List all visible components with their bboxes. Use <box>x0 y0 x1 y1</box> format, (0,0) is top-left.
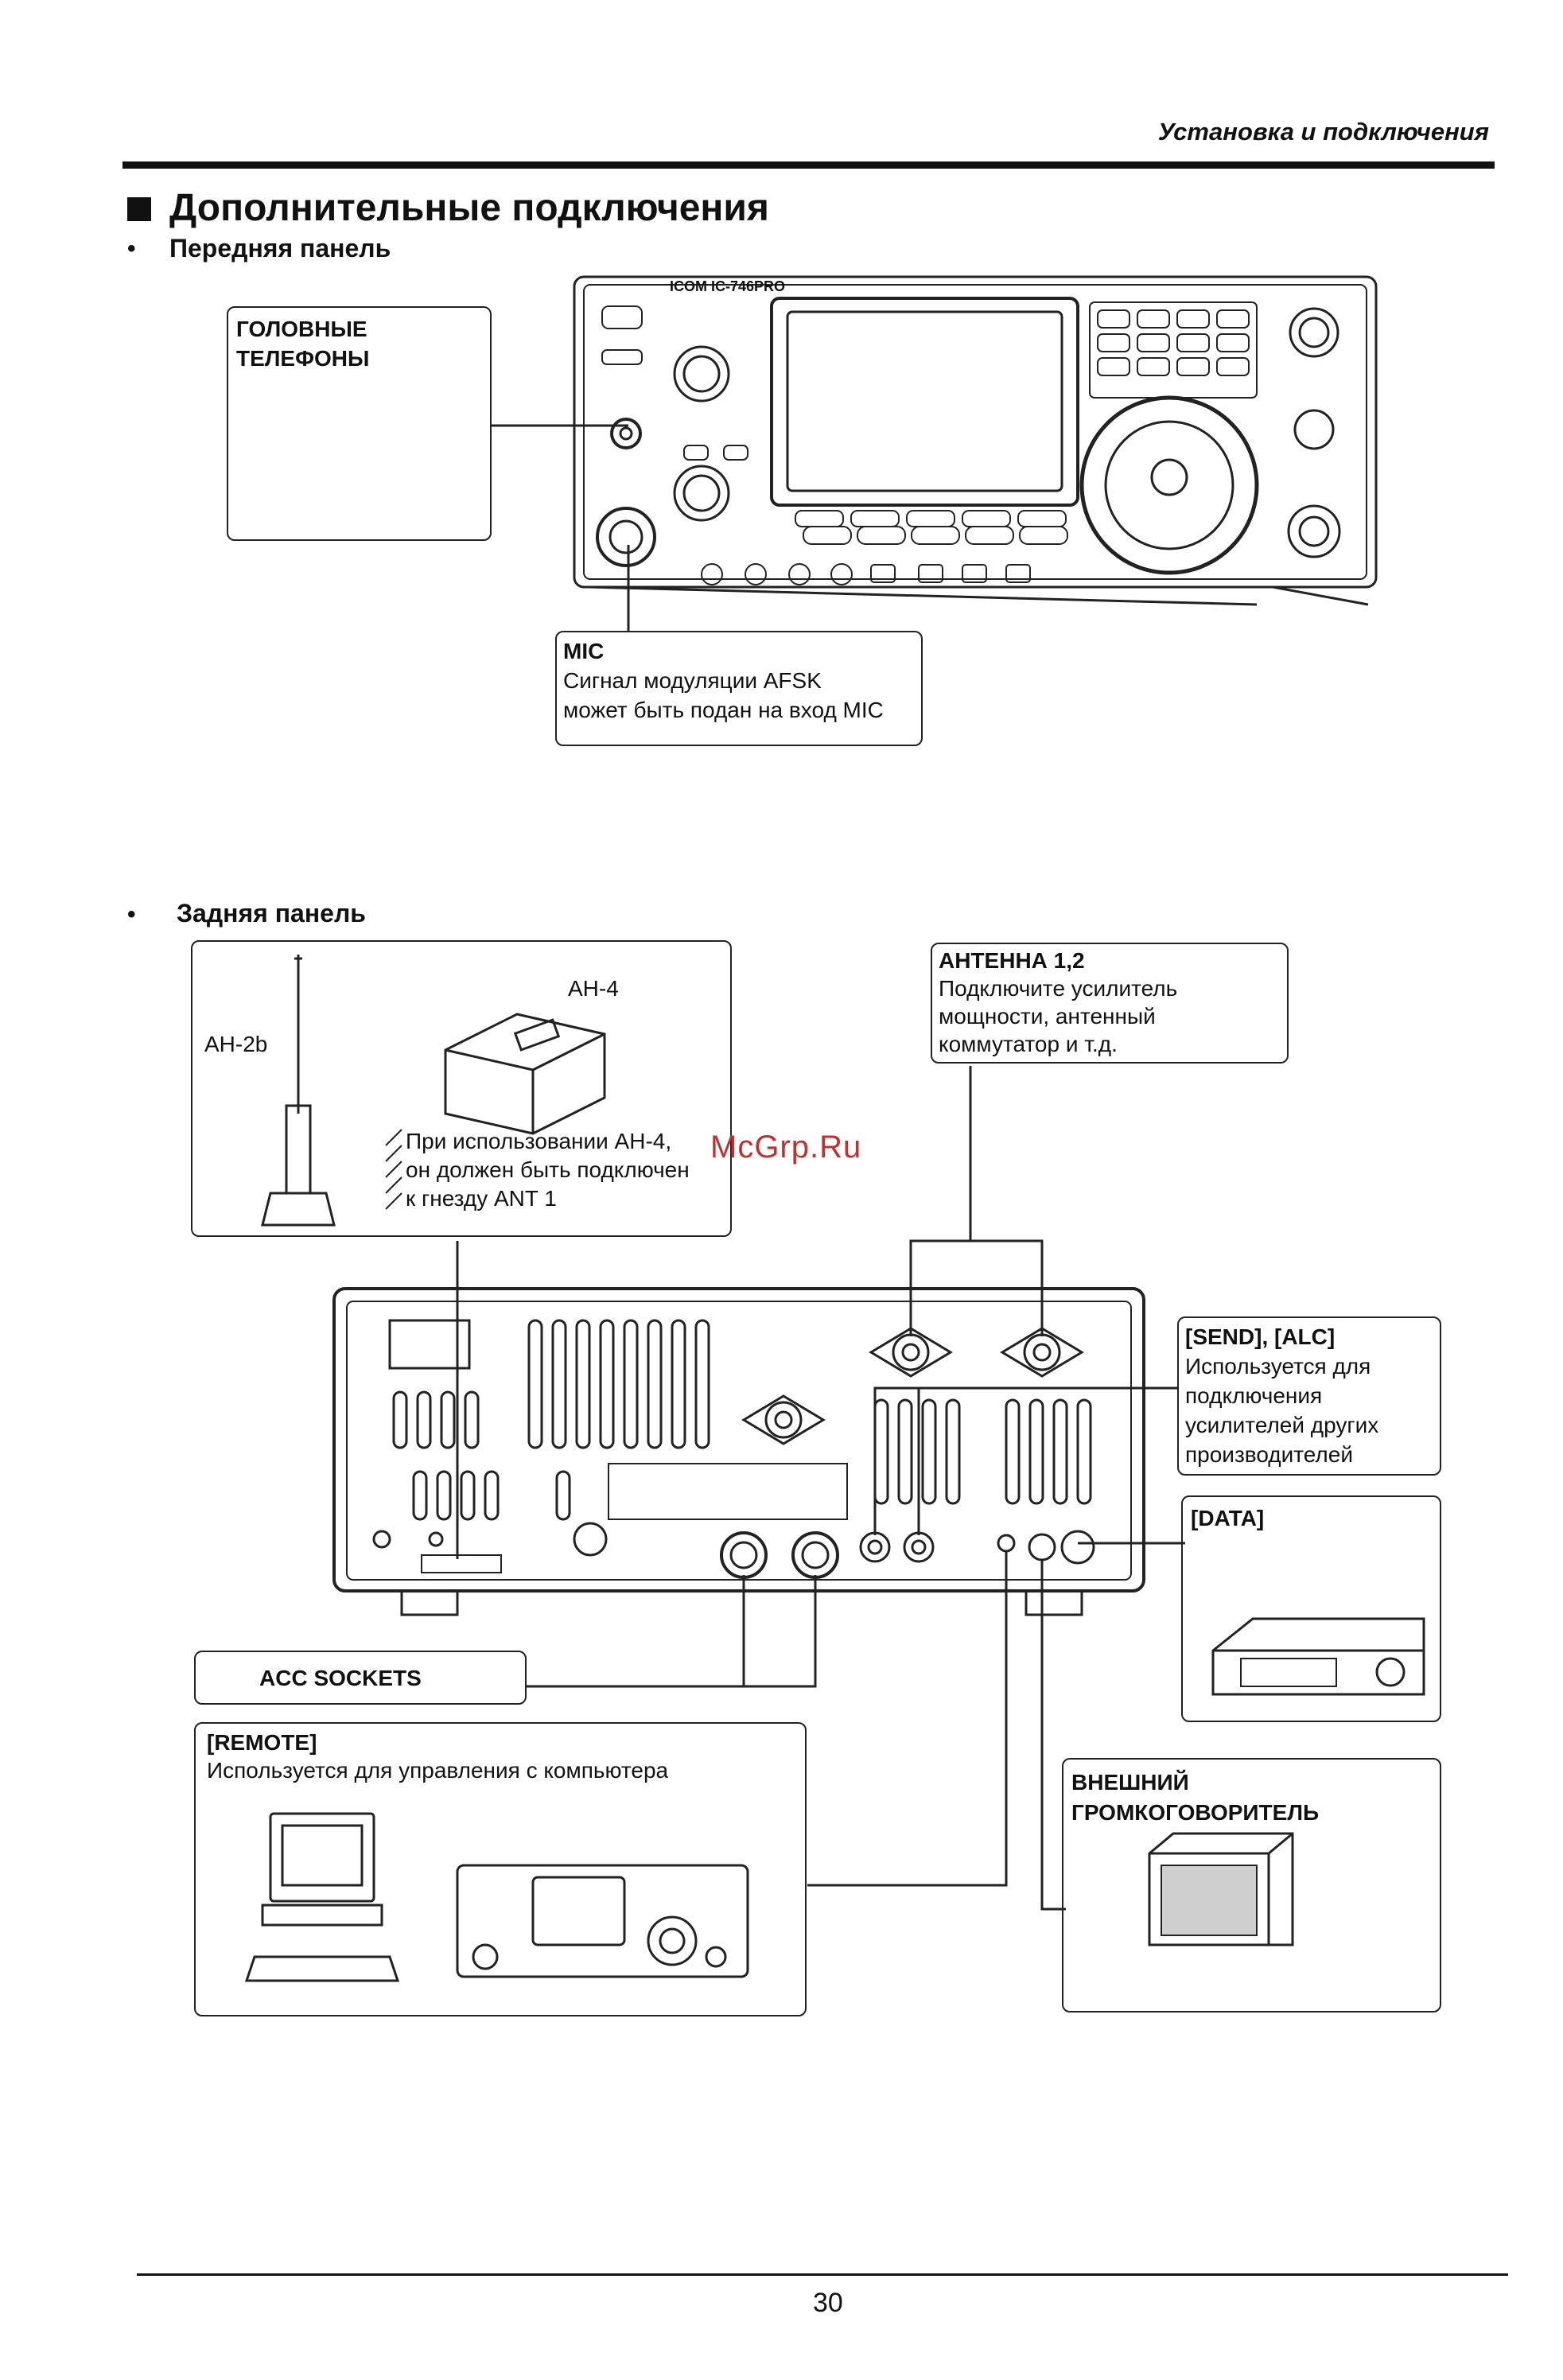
antenna1-connector-line <box>909 1066 972 1336</box>
front-transceiver-illustration <box>573 275 1378 606</box>
hatch-marker <box>385 1129 402 1210</box>
mic-callout: MIC Сигнал модуляции AFSK может быть под… <box>555 631 923 746</box>
antenna-line3: коммутатор и т.д. <box>939 1032 1118 1056</box>
speaker-line1: ВНЕШНИЙ <box>1071 1770 1189 1795</box>
ah4-note-line3: к гнезду ANT 1 <box>406 1186 557 1211</box>
send-title: [SEND], [ALC] <box>1185 1324 1336 1349</box>
antenna-callout: АНТЕННА 1,2 Подключите усилитель мощност… <box>931 943 1289 1064</box>
section-title: Дополнительные подключения <box>169 187 769 229</box>
ah4-label: AH-4 <box>568 976 619 1001</box>
data-device-illustration <box>1211 1617 1425 1696</box>
send-alc-callout: [SEND], [ALC] Используется для подключен… <box>1177 1316 1441 1476</box>
send-connector-line <box>873 1386 1185 1535</box>
radio-brand-label: ICOM IC-746PRO <box>670 278 786 294</box>
mic-line1: Сигнал модуляции AFSK <box>563 668 822 693</box>
mic-line2: может быть подан на вход MIC <box>563 698 884 722</box>
data-callout: [DATA] <box>1181 1495 1441 1722</box>
small-transceiver-illustration <box>456 1864 749 1978</box>
headphones-label-line2: ТЕЛЕФОНЫ <box>236 346 370 371</box>
watermark: McGrp.Ru <box>710 1130 862 1165</box>
acc-sockets-callout: ACC SOCKETS <box>194 1651 527 1705</box>
computer-illustration <box>244 1812 400 1982</box>
headphones-callout: ГОЛОВНЫЕ ТЕЛЕФОНЫ <box>227 306 492 541</box>
ah4-note-line1: При использовании AH-4, <box>406 1129 672 1153</box>
send-line3: усилителей других <box>1185 1413 1379 1437</box>
antenna2-connector-line <box>970 1239 1044 1336</box>
remote-title: [REMOTE] <box>207 1730 317 1755</box>
speaker-illustration <box>1148 1832 1294 1946</box>
acc-connector-line <box>742 1575 817 1688</box>
headphones-label-line1: ГОЛОВНЫЕ <box>236 317 367 341</box>
footer-rule <box>137 2273 1508 2276</box>
acc-label: ACC SOCKETS <box>259 1666 422 1690</box>
ah-antenna-callout: AH-2b AH-4 При использовании AH-4, он до… <box>191 940 732 1237</box>
external-speaker-callout: ВНЕШНИЙ ГРОМКОГОВОРИТЕЛЬ <box>1062 1758 1441 2012</box>
mic-title: MIC <box>563 639 605 663</box>
ah4-tuner-illustration <box>444 1013 606 1135</box>
speaker-line2: ГРОМКОГОВОРИТЕЛЬ <box>1071 1800 1320 1825</box>
speaker-connector-line <box>1040 1559 1066 1911</box>
ah2b-label: AH-2b <box>204 1032 268 1056</box>
antenna-line1: Подключите усилитель <box>939 976 1178 1001</box>
rear-panel-subhead: Задняя панель <box>177 899 366 928</box>
remote-connector-line <box>807 1551 1008 1887</box>
header-rule <box>122 161 1495 169</box>
send-line2: подключения <box>1185 1383 1323 1408</box>
ah2b-antenna-illustration <box>261 955 336 1227</box>
bullet-dot: • <box>127 901 136 928</box>
data-title: [DATA] <box>1191 1506 1265 1530</box>
antenna-line2: мощности, антенный <box>939 1004 1156 1029</box>
send-line4: производителей <box>1185 1442 1353 1467</box>
page-number: 30 <box>813 2288 843 2318</box>
antenna-title: АНТЕННА 1,2 <box>939 948 1085 973</box>
remote-line1: Используется для управления с компьютера <box>207 1758 669 1783</box>
running-header: Установка и подключения <box>1157 118 1489 146</box>
section-square-bullet <box>127 197 151 221</box>
front-panel-subhead: Передняя панель <box>169 234 391 262</box>
bullet-dot: • <box>127 235 136 262</box>
send-line1: Используется для <box>1185 1354 1371 1379</box>
ah4-note-line2: он должен быть подключен <box>406 1157 690 1182</box>
rear-transceiver-illustration <box>332 1287 1145 1616</box>
remote-callout: [REMOTE] Используется для управления с к… <box>194 1722 807 2016</box>
